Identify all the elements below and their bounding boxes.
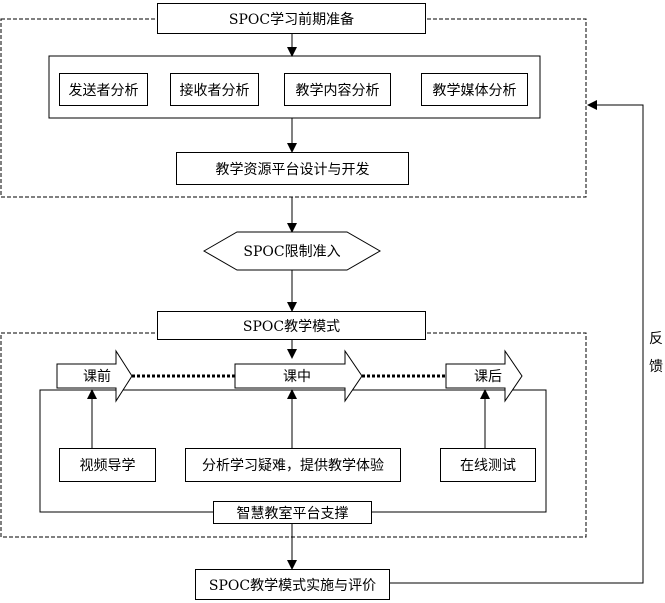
mode-container	[0, 332, 587, 538]
feedback-loop-line	[389, 100, 644, 584]
analysis-sender: 发送者分析	[59, 73, 148, 106]
activity-test: 在线测试	[440, 448, 536, 482]
activity-video: 视频导学	[59, 448, 156, 482]
platform-design: 教学资源平台设计与开发	[176, 152, 409, 185]
phase-before-label: 课前	[83, 369, 111, 385]
support-platform: 智慧教室平台支撑	[213, 501, 372, 524]
prep-title: SPOC学习前期准备	[157, 3, 426, 34]
access-hexagon	[202, 231, 382, 271]
activity-analysis: 分析学习疑难，提供教学体验	[185, 448, 401, 482]
phase-arrow-before	[56, 349, 133, 403]
access-label: SPOC限制准入	[243, 244, 341, 260]
phase-after-label: 课后	[474, 369, 502, 385]
mode-title: SPOC教学模式	[157, 311, 426, 340]
phase-inclass-label: 课中	[283, 369, 311, 385]
phase-arrow-after	[445, 349, 523, 403]
analysis-content: 教学内容分析	[284, 73, 391, 106]
feedback-label: 反馈	[649, 331, 663, 375]
phase-arrow-inclass	[234, 349, 363, 403]
prep-container	[0, 18, 587, 198]
analysis-media: 教学媒体分析	[421, 73, 528, 106]
evaluation-box: SPOC教学模式实施与评价	[195, 569, 390, 600]
analysis-receiver: 接收者分析	[170, 73, 259, 106]
